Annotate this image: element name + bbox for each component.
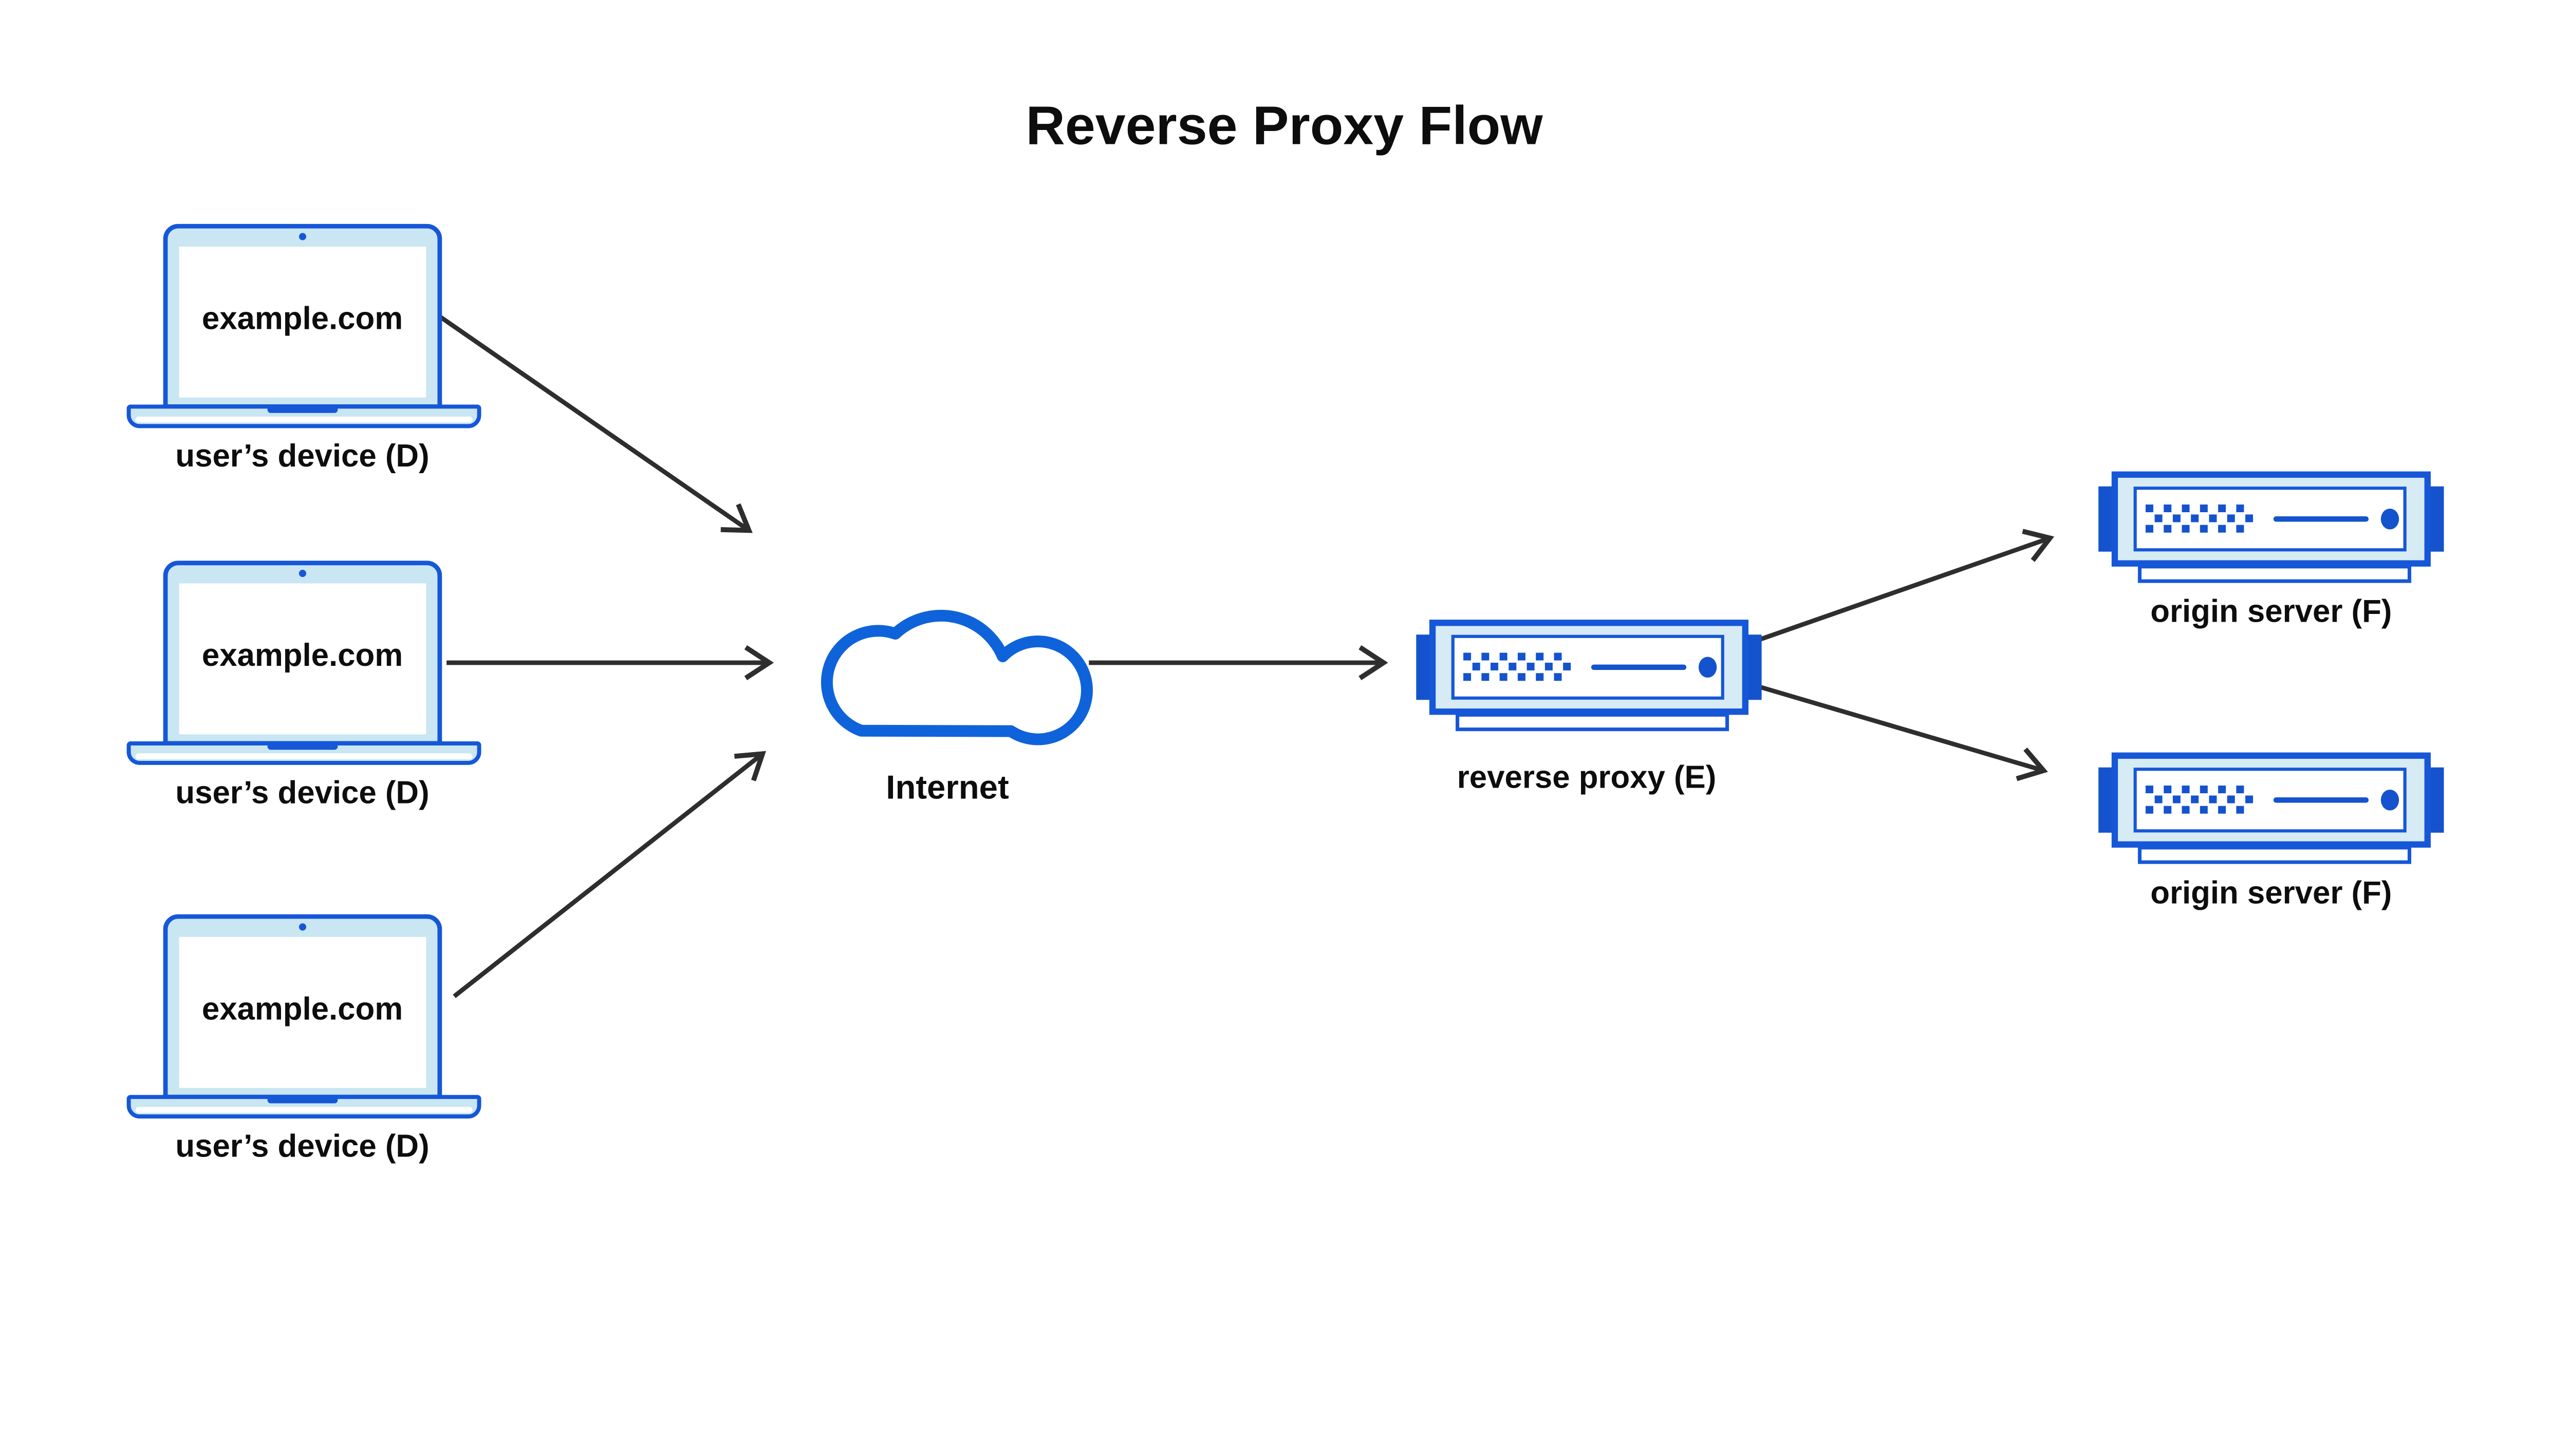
arrow-device1-to-internet [433,311,753,533]
cloud-icon [821,609,1093,745]
device-screen-text: example.com [202,638,403,673]
diagram-title: Reverse Proxy Flow [1026,96,1543,156]
user-device-1: example.com user’s device (D) [129,226,479,474]
arrow-proxy-to-origin2 [1760,685,2048,781]
server-icon [1416,623,1761,729]
reverse-proxy-flow-diagram: Reverse Proxy Flow example.com user’s de… [0,96,2569,1164]
origin-server-label: origin server (F) [2150,875,2392,910]
server-icon [2098,475,2444,581]
reverse-proxy-node: reverse proxy (E) [1416,623,1761,795]
arrow-device3-to-internet [453,751,767,998]
device-screen-text: example.com [202,991,403,1026]
diagram-page: Reverse Proxy Flow example.com user’s de… [0,95,2569,1164]
reverse-proxy-label: reverse proxy (E) [1457,759,1717,795]
user-device-3: example.com user’s device (D) [129,917,479,1164]
device-label: user’s device (D) [175,438,429,474]
device-label: user’s device (D) [175,775,429,810]
flow-arrows [433,311,2055,998]
arrow-proxy-to-origin1 [1760,529,2055,642]
internet-label: Internet [886,769,1009,806]
internet-node: Internet [821,609,1093,806]
device-screen-text: example.com [202,301,403,337]
server-icon [2098,756,2444,862]
origin-server-node-2: origin server (F) [2098,756,2444,910]
origin-server-node-1: origin server (F) [2098,475,2444,629]
device-label: user’s device (D) [175,1129,429,1164]
user-device-2: example.com user’s device (D) [129,563,479,810]
origin-server-label: origin server (F) [2150,594,2392,629]
